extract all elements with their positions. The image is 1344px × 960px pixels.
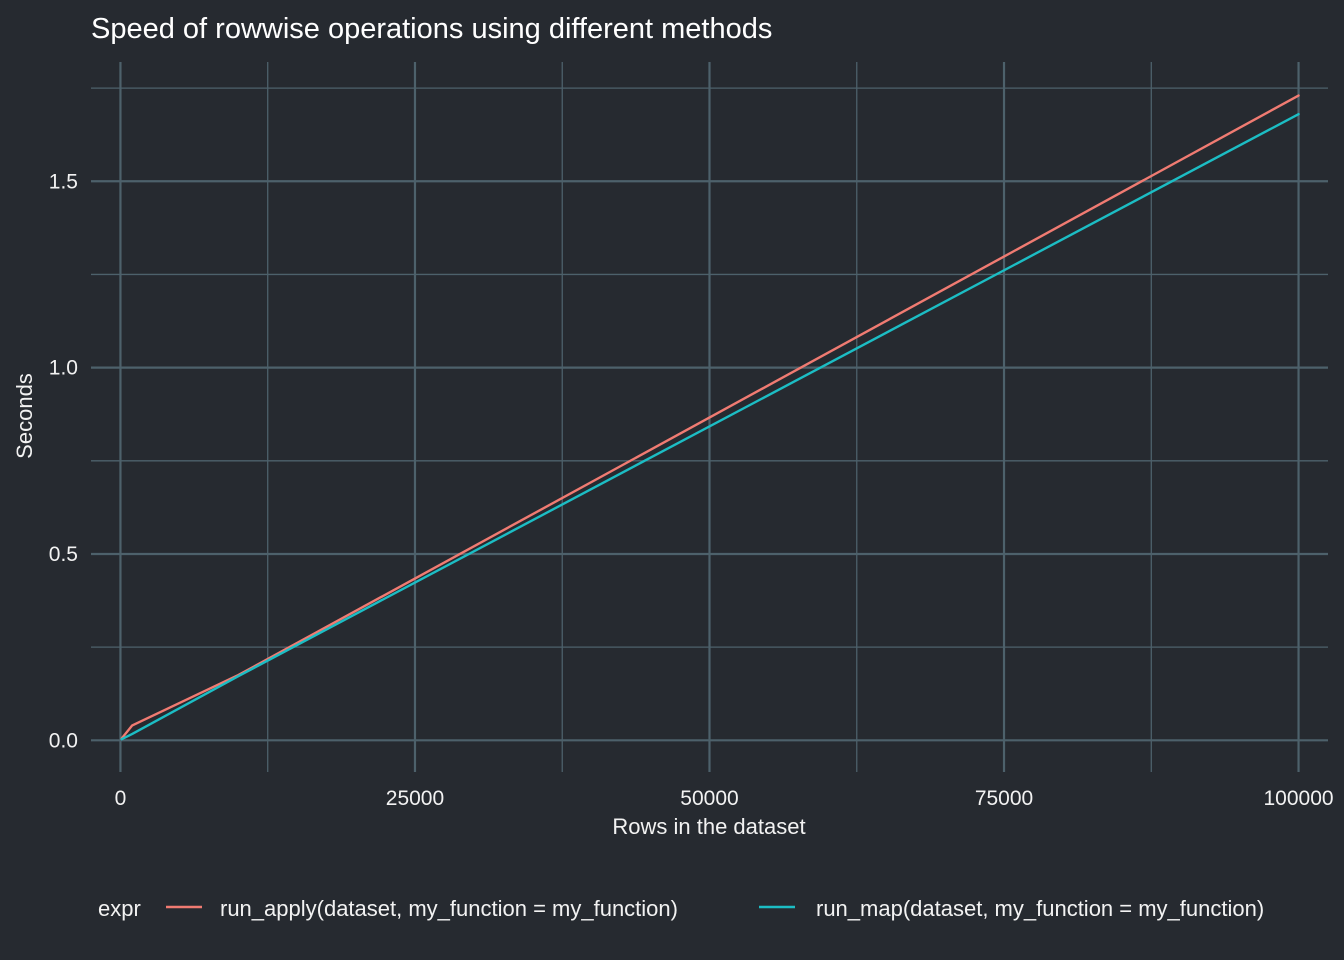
x-tick-label: 50000 — [680, 787, 738, 810]
legend-title: expr — [98, 896, 141, 921]
series-line-run-map — [120, 112, 1300, 741]
y-tick-label: 1.0 — [49, 357, 78, 380]
x-tick-label: 100000 — [1264, 787, 1334, 810]
chart-title: Speed of rowwise operations using differ… — [91, 13, 772, 45]
x-tick-label: 0 — [115, 787, 127, 810]
series-line-run-apply — [120, 94, 1300, 740]
tick-label-layer: 0 25000 50000 75000 100000 0.0 0.5 1.0 1.5 — [49, 170, 1334, 810]
x-tick-label: 25000 — [386, 787, 444, 810]
series-layer — [120, 94, 1300, 741]
legend-label-run-map: run_map(dataset, my_function = my_functi… — [816, 896, 1264, 921]
y-tick-label: 0.5 — [49, 543, 78, 566]
grid-layer — [91, 62, 1328, 772]
y-axis-title: Seconds — [12, 373, 37, 459]
x-axis-title: Rows in the dataset — [612, 814, 805, 839]
legend: expr run_apply(dataset, my_function = my… — [98, 896, 1264, 921]
legend-label-run-apply: run_apply(dataset, my_function = my_func… — [220, 896, 678, 921]
y-tick-label: 1.5 — [49, 170, 78, 193]
x-tick-label: 75000 — [975, 787, 1033, 810]
y-tick-label: 0.0 — [49, 729, 78, 752]
